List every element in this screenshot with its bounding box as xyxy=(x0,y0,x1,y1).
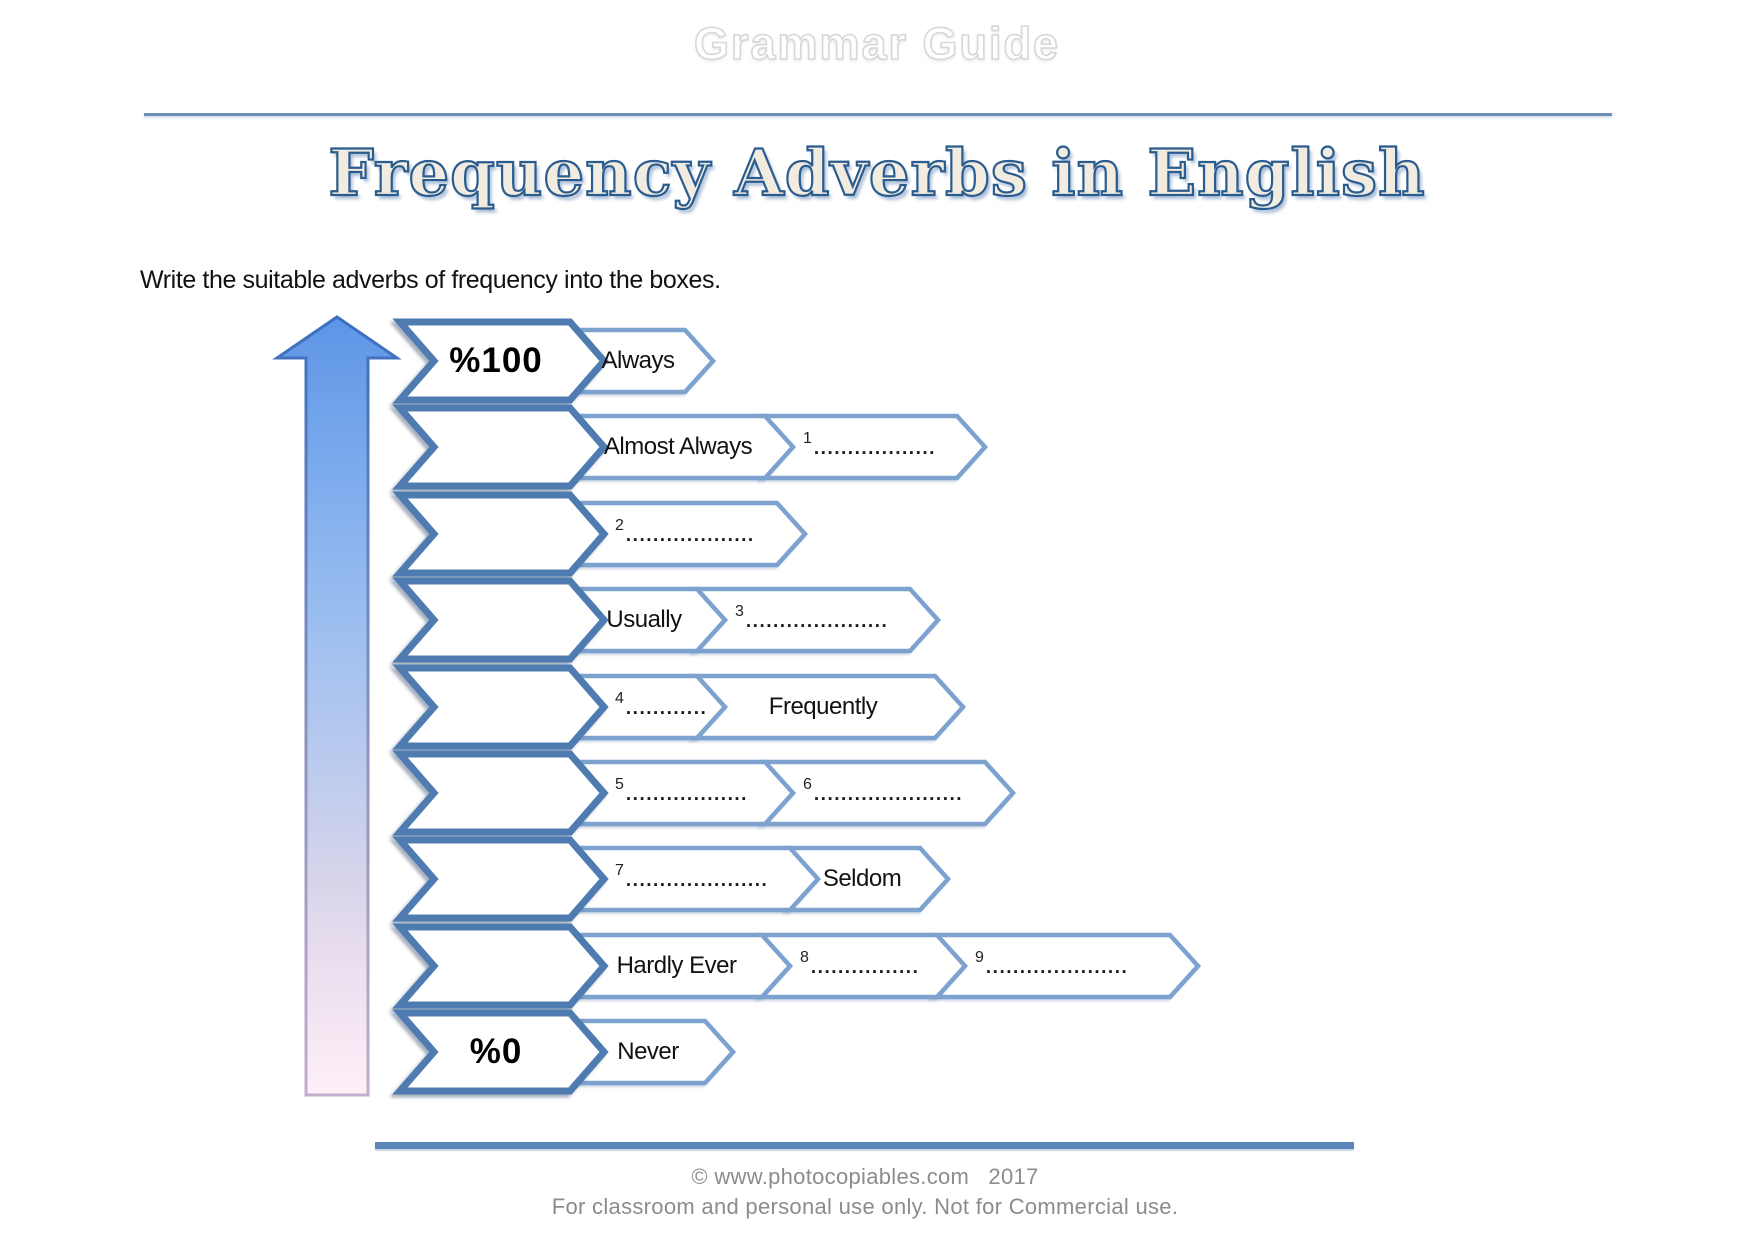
chevron-percent-row-5[interactable] xyxy=(392,664,609,750)
chevron-blank-8-dotted-line: ................ xyxy=(810,957,920,978)
chevron-percent-row-2[interactable] xyxy=(392,404,609,490)
chevron-percent-row-8-outline xyxy=(392,923,609,1009)
chevron-blank-5-dotted-line: .................. xyxy=(625,784,748,805)
chevron-percent-row-3-outline xyxy=(392,491,609,577)
chevron-usually-label: Usually xyxy=(606,606,682,633)
chevron-blank-8-number: 8 xyxy=(800,949,809,966)
chevron-always-label: Always xyxy=(601,347,675,374)
chevron-blank-7-number: 7 xyxy=(615,862,624,879)
chevron-blank-6-answer-line[interactable]: 6...................... xyxy=(803,762,963,824)
chevron-blank-9-number: 9 xyxy=(975,949,984,966)
arrow-shape xyxy=(272,315,402,1097)
chevron-blank-1-number: 1 xyxy=(803,430,812,447)
instruction-text: Write the suitable adverbs of frequency … xyxy=(140,266,721,294)
chevron-blank-6-dotted-line: ...................... xyxy=(813,784,964,805)
chevron-blank-6-number: 6 xyxy=(803,776,812,793)
chevron-blank-9-dotted-line: ..................... xyxy=(985,957,1129,978)
footer-divider xyxy=(375,1142,1354,1149)
chevron-percent-row-7-outline xyxy=(392,836,609,922)
chevron-blank-9-answer-line[interactable]: 9..................... xyxy=(975,935,1128,997)
chevron-percent-row-8[interactable] xyxy=(392,923,609,1009)
chevron-blank-3-number: 3 xyxy=(735,603,744,620)
page-title: Frequency Adverbs in English xyxy=(327,135,1426,212)
chevron-blank-2-number: 2 xyxy=(615,517,624,534)
chevron-percent-row-5-outline xyxy=(392,664,609,750)
chevron-blank-2-dotted-line: ................... xyxy=(625,525,755,546)
chevron-percent-row-7[interactable] xyxy=(392,836,609,922)
chevron-blank-1-dotted-line: .................. xyxy=(813,438,936,459)
chevron-blank-4-number: 4 xyxy=(615,690,624,707)
chevron-blank-5-number: 5 xyxy=(615,776,624,793)
chevron-blank-5-answer-line[interactable]: 5.................. xyxy=(615,762,748,824)
watermark-grammar-guide: Grammar Guide xyxy=(693,17,1061,70)
chevron-frequently-label: Frequently xyxy=(768,693,878,720)
chevron-hardly-ever-label: Hardly Ever xyxy=(616,952,737,979)
chevron-blank-3-answer-line[interactable]: 3..................... xyxy=(735,589,888,651)
percent-label-row-9: %0 xyxy=(469,1032,523,1071)
chevron-blank-7-answer-line[interactable]: 7..................... xyxy=(615,848,768,910)
chevron-percent-row-4-outline xyxy=(392,577,609,663)
chevron-never-label: Never xyxy=(617,1038,679,1065)
chevron-blank-4-dotted-line: ............ xyxy=(625,698,708,719)
frequency-scale-arrow xyxy=(272,315,402,1097)
chevron-percent-row-1 xyxy=(392,318,609,404)
chevron-percent-row-2-outline xyxy=(392,404,609,490)
chevron-blank-4-answer-line[interactable]: 4............ xyxy=(615,676,707,738)
chevron-percent-row-4[interactable] xyxy=(392,577,609,663)
chevron-percent-row-3[interactable] xyxy=(392,491,609,577)
chevron-percent-row-9 xyxy=(392,1009,609,1095)
chevron-almost-always-label: Almost Always xyxy=(603,433,753,460)
chevron-percent-row-9-outline xyxy=(392,1009,609,1095)
chevron-blank-8-answer-line[interactable]: 8................ xyxy=(800,935,919,997)
footer-copyright: © www.photocopiables.com 2017 xyxy=(691,1164,1039,1189)
footer-license: For classroom and personal use only. Not… xyxy=(551,1194,1179,1219)
chevron-blank-3-dotted-line: ..................... xyxy=(745,611,889,632)
chevron-percent-row-6[interactable] xyxy=(392,750,609,836)
chevron-percent-row-6-outline xyxy=(392,750,609,836)
chevron-percent-row-1-outline xyxy=(392,318,609,404)
chevron-blank-2-answer-line[interactable]: 2................... xyxy=(615,503,755,565)
top-divider xyxy=(144,113,1612,116)
chevron-blank-7-dotted-line: ..................... xyxy=(625,870,769,891)
chevron-blank-1-answer-line[interactable]: 1.................. xyxy=(803,416,936,478)
percent-label-row-1: %100 xyxy=(449,341,543,380)
chevron-seldom-label: Seldom xyxy=(822,865,902,892)
